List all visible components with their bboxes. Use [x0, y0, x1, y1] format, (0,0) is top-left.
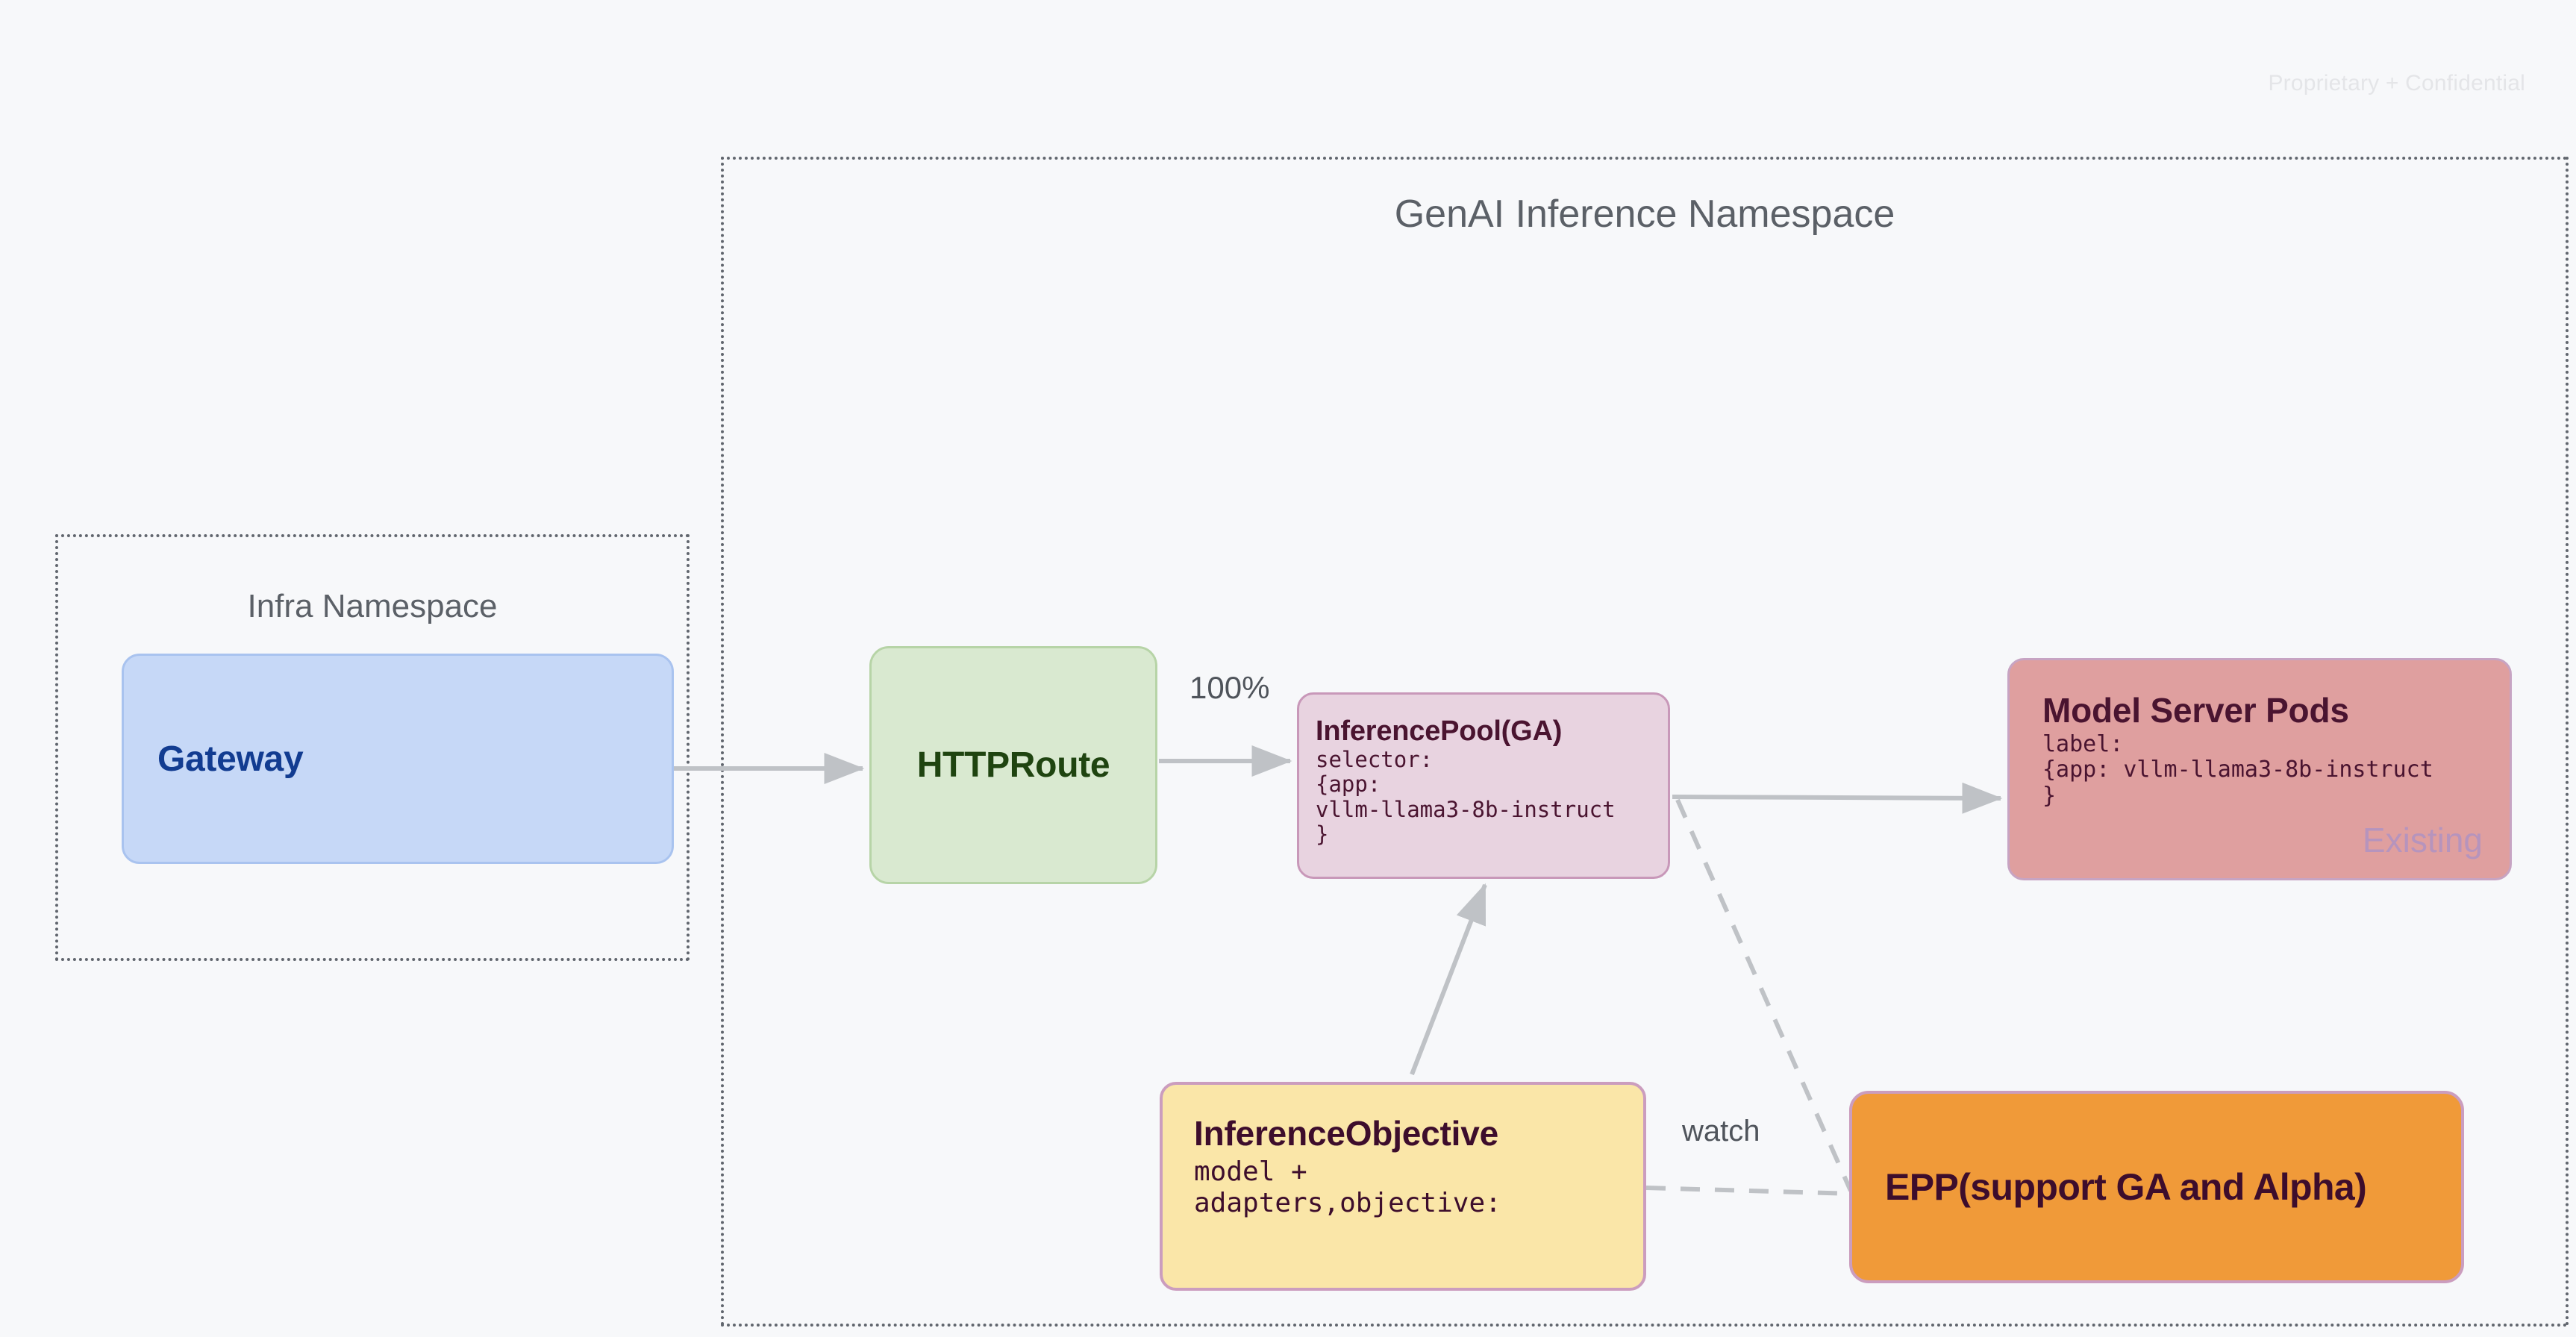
- namespace-genai: GenAI Inference Namespace: [721, 157, 2569, 1327]
- namespace-infra: Infra Namespace: [55, 534, 690, 961]
- edge-label-traffic-weight: 100%: [1189, 670, 1270, 705]
- node-inference-pool[interactable]: InferencePool(GA) selector: {app: vllm-l…: [1297, 692, 1670, 879]
- node-model-server-pods-code: label: {app: vllm-llama3-8b-instruct }: [2042, 730, 2433, 810]
- namespace-infra-title: Infra Namespace: [247, 588, 498, 624]
- node-inference-objective-code: model + adapters,objective:: [1194, 1156, 1501, 1218]
- node-gateway-title: Gateway: [157, 739, 304, 779]
- node-epp[interactable]: EPP(support GA and Alpha): [1849, 1091, 2464, 1283]
- node-inference-pool-title: InferencePool(GA): [1316, 716, 1563, 747]
- node-model-server-pods[interactable]: Model Server Pods label: {app: vllm-llam…: [2007, 658, 2512, 880]
- node-epp-title: EPP(support GA and Alpha): [1885, 1166, 2367, 1208]
- node-httproute-title: HTTPRoute: [916, 745, 1110, 785]
- existing-watermark: Existing: [2362, 821, 2483, 860]
- node-model-server-pods-title: Model Server Pods: [2042, 691, 2349, 730]
- confidential-notice: Proprietary + Confidential: [2268, 71, 2525, 96]
- edge-label-watch: watch: [1682, 1115, 1760, 1147]
- node-inference-objective[interactable]: InferenceObjective model + adapters,obje…: [1160, 1082, 1646, 1291]
- namespace-genai-title: GenAI Inference Namespace: [1394, 192, 1895, 236]
- node-gateway[interactable]: Gateway: [122, 654, 674, 864]
- node-httproute[interactable]: HTTPRoute: [869, 646, 1157, 884]
- node-inference-objective-title: InferenceObjective: [1194, 1114, 1499, 1153]
- node-inference-pool-code: selector: {app: vllm-llama3-8b-instruct …: [1316, 746, 1616, 848]
